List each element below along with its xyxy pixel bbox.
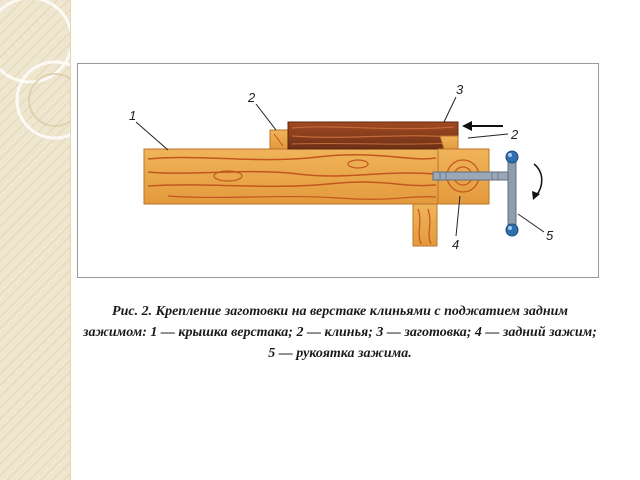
label-2-right: 2 [510, 127, 519, 142]
pressure-arrow [462, 121, 503, 131]
workbench-diagram: 1 2 3 2 4 5 [129, 82, 554, 252]
decorative-pattern [0, 0, 70, 480]
label-2-left: 2 [247, 90, 256, 105]
slide-side-decoration [0, 0, 71, 480]
label-5: 5 [546, 228, 554, 243]
wedge-left [269, 129, 289, 150]
figure-caption: Рис. 2. Крепление заготовки на верстаке … [83, 304, 597, 361]
clamp-handle [505, 150, 519, 237]
rotation-arrow-icon [532, 163, 543, 200]
bench-leg [412, 203, 438, 247]
workpiece [287, 121, 459, 150]
leader-lines [135, 96, 545, 237]
label-3: 3 [456, 82, 464, 97]
label-1: 1 [129, 108, 136, 123]
clamp-screw [432, 171, 514, 181]
bench-top [143, 148, 439, 205]
label-4: 4 [452, 237, 459, 252]
figure-frame: 1 2 3 2 4 5 [77, 63, 599, 278]
